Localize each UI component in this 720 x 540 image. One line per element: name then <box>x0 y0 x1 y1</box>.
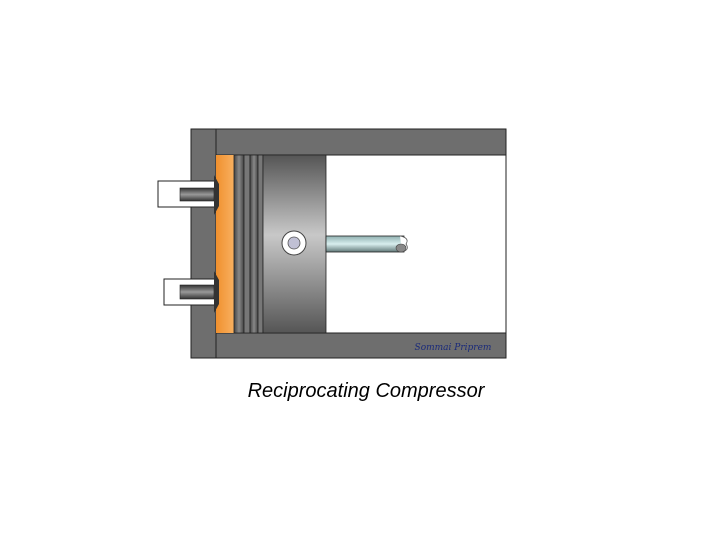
piston-pin <box>281 230 307 256</box>
discharge-valve <box>157 175 219 215</box>
diagram-title: Reciprocating Compressor <box>247 380 485 402</box>
diagram-caption: Reciprocating Compressor <box>0 380 720 403</box>
suction-valve <box>163 271 219 313</box>
compressed-gas-chamber <box>216 155 234 333</box>
signature: Sommai Priprem <box>415 343 492 353</box>
piston-rod <box>325 235 408 253</box>
piston-rings <box>233 154 264 334</box>
